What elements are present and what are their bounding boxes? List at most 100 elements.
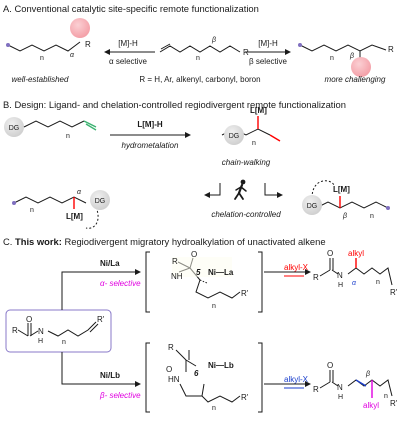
r-prime-group: R' [241, 393, 249, 402]
oxygen-atom: O [327, 249, 333, 258]
subscript-n: n [376, 279, 380, 286]
reagent-left: [M]-H [118, 39, 138, 48]
alkene-double-bond [160, 43, 171, 50]
beta-selective-label: β- selective [99, 391, 141, 400]
r-group: R [388, 45, 394, 54]
dg-sphere [302, 195, 322, 215]
ni-la-label: Ni—La [208, 268, 234, 277]
chain-walking-label: chain-walking [222, 158, 271, 167]
oxygen-atom: O [327, 361, 333, 370]
subscript-n: n [66, 133, 70, 140]
r-group: R [12, 326, 18, 335]
beta-functional-group-sphere [351, 57, 371, 77]
nitrogen-atom: N [337, 383, 343, 392]
section-c-header: C. This work: Regiodivergent migratory h… [3, 236, 326, 247]
r-group: R [168, 343, 174, 352]
subscript-n: n [370, 213, 374, 220]
chelation-controlled-label: chelation-controlled [211, 210, 281, 219]
beta-selective-label: β selective [249, 57, 288, 66]
section-b-prefix: B. [3, 99, 12, 110]
r-prime-group: R' [241, 289, 249, 298]
beta-symbol: β [211, 37, 216, 44]
subscript-n: n [384, 393, 388, 400]
oxygen-atom: O [26, 315, 32, 324]
alkyl-top: alkyl [348, 249, 364, 258]
dg-sphere [224, 125, 244, 145]
nh-group: NH [171, 272, 183, 281]
alpha-symbol: α [70, 52, 75, 59]
section-c-title-rest: Regiodivergent migratory hydroalkylation… [64, 236, 326, 247]
lm-label: L[M] [250, 106, 267, 115]
section-c-prefix: C. [3, 236, 13, 247]
alpha-functional-group-sphere [70, 18, 90, 38]
alkyl-x-bottom: alkyl-X [284, 375, 309, 384]
subscript-n: n [212, 303, 216, 310]
subscript-n: n [212, 405, 216, 412]
section-b-labels: DG n L[M]-H hydrometalation DG L[M] n ch… [9, 106, 374, 221]
oxygen-atom: O [191, 250, 197, 259]
hydrometalation-label: hydrometalation [122, 141, 179, 150]
ring-size-bottom: 6 [194, 369, 199, 378]
section-a-scheme [7, 41, 387, 60]
subscript-n: n [40, 55, 44, 62]
section-b-header: B. Design: Ligand- and chelation-control… [3, 99, 346, 110]
alpha-selective-label: α- selective [100, 279, 141, 288]
alpha-selective-label: α selective [109, 57, 148, 66]
r-group: R [243, 48, 249, 57]
subscript-n: n [252, 140, 256, 147]
chain-end-dot [6, 43, 10, 47]
subscript-n: n [330, 55, 334, 62]
subscript-n: n [196, 55, 200, 62]
section-a-labels: [M]-H α selective [M]-H β selective β R … [12, 37, 394, 84]
chain-end-dot [386, 206, 390, 210]
top-intermediate-highlight [172, 257, 232, 277]
dg-sphere [4, 117, 24, 137]
r-prime-group: R' [390, 399, 398, 408]
oxygen-atom: O [166, 365, 172, 374]
section-b-scheme [13, 116, 389, 229]
section-a-prefix: A. [3, 3, 12, 14]
r-group: R [85, 40, 91, 49]
hydrogen-atom: H [338, 282, 343, 289]
catalyst-label: L[M]-H [137, 120, 163, 129]
section-c-title-bold: This work: [14, 236, 62, 247]
r-prime-group: R' [390, 288, 398, 297]
lm-label: L[M] [333, 185, 350, 194]
dg-label: DG [95, 198, 106, 205]
hydrogen-atom: H [38, 338, 43, 345]
dg-label: DG [9, 125, 20, 132]
alkyl-x-top: alkyl-X [284, 263, 309, 272]
beta-symbol: β [349, 53, 354, 60]
beta-symbol: β [365, 371, 370, 378]
more-challenging-label: more challenging [325, 75, 386, 84]
hydrogen-atom: H [338, 394, 343, 401]
chain-end-dot [12, 201, 16, 205]
subscript-n: n [62, 339, 66, 346]
dg-label: DG [307, 203, 318, 210]
dg-sphere [90, 190, 110, 210]
dg-label: DG [229, 133, 240, 140]
well-established-label: well-established [12, 75, 69, 84]
section-a-title: Conventional catalytic site-specific rem… [14, 3, 259, 14]
walking-person-icon [234, 179, 247, 200]
ring-size-top: 5 [196, 268, 201, 277]
hn-group: HN [168, 375, 180, 384]
r-group: R [313, 273, 319, 282]
alpha-symbol: α [352, 280, 357, 287]
section-c-labels: R O N H n R' Ni/La α- selective Ni/Lb β-… [12, 249, 398, 412]
r-group-definitions: R = H, Ar, alkenyl, carbonyl, boron [139, 75, 260, 84]
reagent-right: [M]-H [258, 39, 278, 48]
r-group: R [172, 257, 178, 266]
chain-end-dot [298, 43, 302, 47]
nitrogen-atom: N [38, 327, 44, 336]
alpha-symbol: α [77, 189, 82, 196]
nitrogen-atom: N [337, 271, 343, 280]
subscript-n: n [30, 207, 34, 214]
catalyst-bottom: Ni/Lb [100, 371, 120, 380]
section-b-title: Design: Ligand- and chelation-controlled… [14, 99, 346, 110]
beta-symbol: β [342, 213, 347, 220]
lm-label: L[M] [66, 212, 83, 221]
section-a-header: A. Conventional catalytic site-specific … [3, 3, 259, 14]
ni-lb-label: Ni—Lb [208, 361, 234, 370]
